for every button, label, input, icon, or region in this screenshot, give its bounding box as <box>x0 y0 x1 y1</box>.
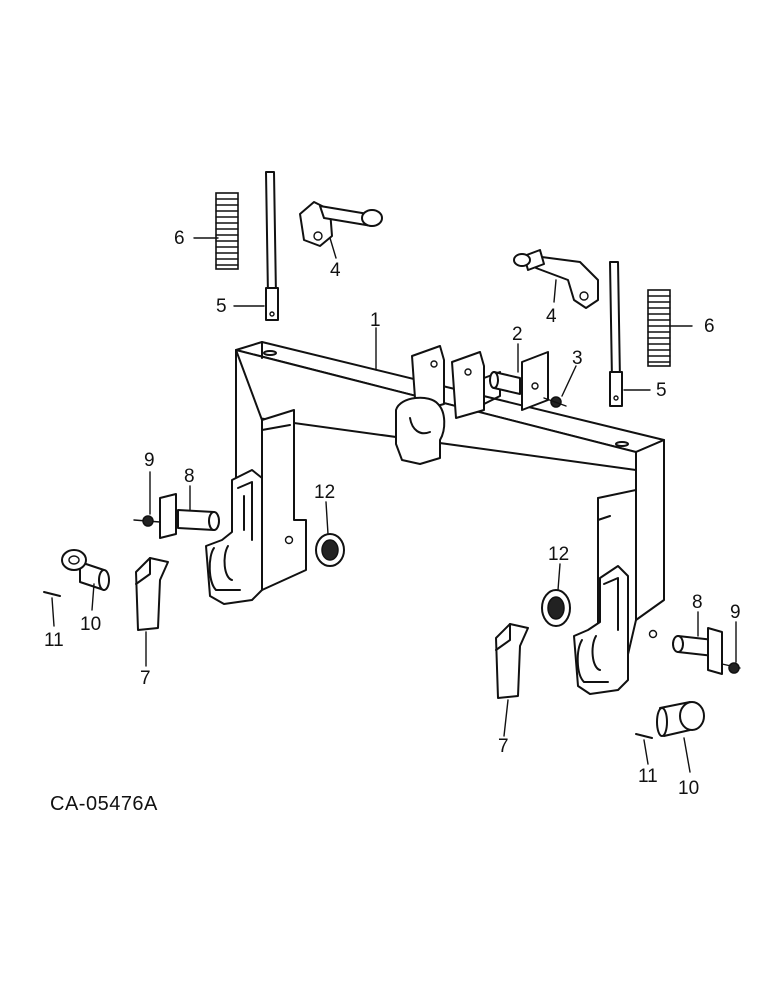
part-5-rod-right <box>609 261 623 407</box>
part-10-bushing-right <box>656 701 705 737</box>
callout-12-left: 12 <box>314 482 335 503</box>
part-3-nut <box>543 396 567 408</box>
part-7-block-right <box>495 623 529 699</box>
callout-5-left: 5 <box>216 296 227 317</box>
part-12-roller-left <box>315 533 345 567</box>
callout-10-left: 10 <box>80 614 101 635</box>
callout-3: 3 <box>572 348 583 369</box>
callout-2: 2 <box>512 324 523 345</box>
callout-4-left: 4 <box>330 260 341 281</box>
callout-9-left: 9 <box>144 450 155 471</box>
part-8-pin-left <box>133 493 220 539</box>
callout-6-right: 6 <box>704 316 715 337</box>
callout-1: 1 <box>370 310 381 331</box>
part-4-latch-left <box>299 201 383 247</box>
part-10-bushing-left <box>61 549 110 591</box>
callout-7-right: 7 <box>498 736 509 757</box>
callout-labels: 1 2 3 4 4 5 5 6 6 7 7 8 8 9 9 10 10 11 1… <box>44 228 741 799</box>
part-4-latch-right <box>513 249 599 309</box>
part-2-shaft <box>489 351 549 411</box>
callout-8-right: 8 <box>692 592 703 613</box>
callout-9-right: 9 <box>730 602 741 623</box>
part-11-pin-left <box>43 591 61 597</box>
drawing-code: CA-05476A <box>50 793 158 815</box>
main-frame <box>205 341 665 695</box>
part-6-spring-left <box>215 192 239 270</box>
callout-4-right: 4 <box>546 306 557 327</box>
callout-6-left: 6 <box>174 228 185 249</box>
callout-10-right: 10 <box>678 778 699 799</box>
part-11-pin-right <box>635 733 653 739</box>
callout-12-right: 12 <box>548 544 569 565</box>
part-5-rod-left <box>265 171 279 321</box>
callout-7-left: 7 <box>140 668 151 689</box>
callout-5-right: 5 <box>656 380 667 401</box>
callout-8-left: 8 <box>184 466 195 487</box>
part-9-nut-left <box>142 515 154 527</box>
callout-11-right: 11 <box>638 766 658 787</box>
part-12-roller-right <box>541 589 571 627</box>
callout-11-left: 11 <box>44 630 64 651</box>
part-9-nut-right <box>728 662 740 674</box>
part-6-spring-right <box>647 289 671 367</box>
part-8-pin-right <box>672 627 741 675</box>
leader-lines <box>51 237 737 773</box>
part-7-block-left <box>135 557 169 631</box>
